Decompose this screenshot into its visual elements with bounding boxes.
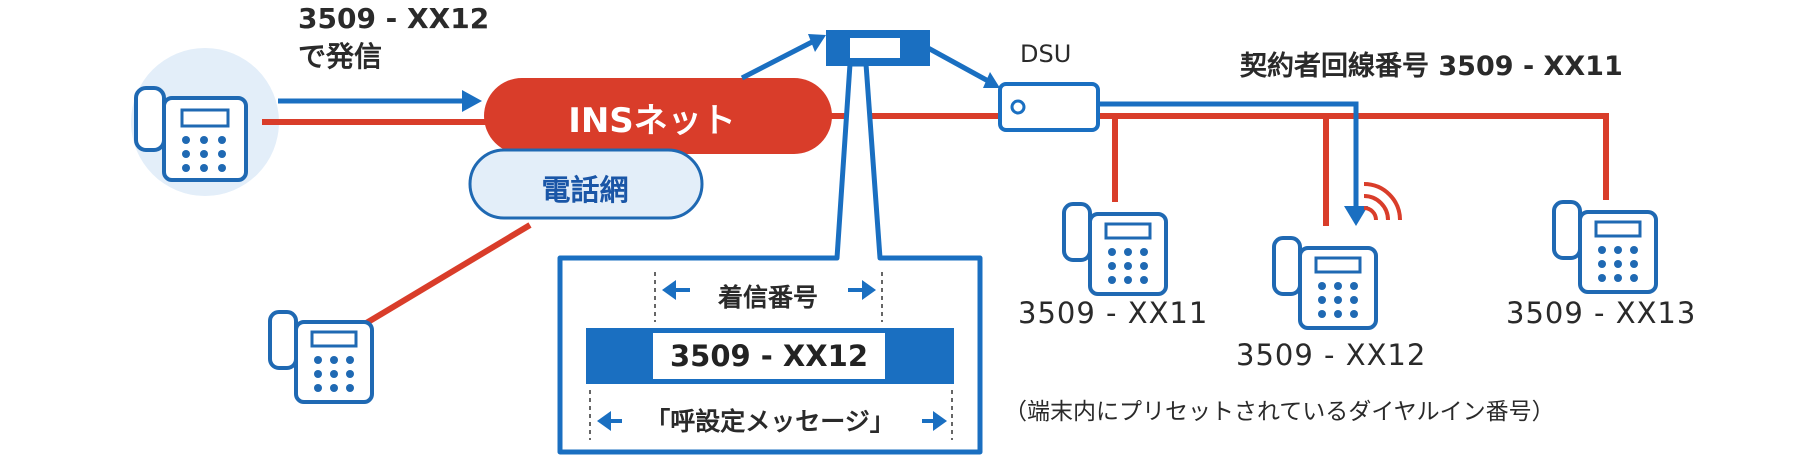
caller-phone-icon xyxy=(134,86,248,182)
telephone-network-label: 電話網 xyxy=(541,173,629,207)
caller-label: 3509 - XX12 で発信 xyxy=(298,0,489,76)
terminal-12-number: 3509 - XX12 xyxy=(1236,338,1427,372)
ins-net-pill xyxy=(484,78,832,154)
arrowhead-message xyxy=(808,34,826,52)
message-block-window xyxy=(850,38,900,58)
terminal-11-phone-icon xyxy=(1062,202,1168,296)
dsu-label: DSU xyxy=(1020,40,1072,68)
setup-message-label: 「呼設定メッセージ」 xyxy=(645,407,895,436)
second-caller-phone-icon xyxy=(268,310,374,404)
ringing-icon xyxy=(1363,182,1402,221)
arrowhead-caller xyxy=(462,90,482,112)
caller-action: で発信 xyxy=(298,40,383,73)
blue-arrow-to-dsu xyxy=(926,45,992,85)
callee-number-value: 3509 - XX12 xyxy=(653,333,885,379)
terminal-13-number: 3509 - XX13 xyxy=(1506,296,1697,330)
caller-number: 3509 - XX12 xyxy=(298,2,490,35)
callee-arrow-right-head xyxy=(862,280,876,300)
callee-arrow-left-head xyxy=(662,280,676,300)
ins-net-label: INSネット xyxy=(568,101,736,141)
callee-number-label: 着信番号 xyxy=(717,283,818,312)
arrowhead-terminal-12 xyxy=(1344,206,1368,226)
terminal-11-number: 3509 - XX11 xyxy=(1018,296,1209,330)
blue-arrow-to-message xyxy=(740,39,814,81)
dsu-box xyxy=(998,82,1100,132)
message-arrow-left-head xyxy=(597,411,611,431)
contract-line-label: 契約者回線番号 3509 - XX11 xyxy=(1240,51,1623,82)
terminal-12-phone-icon xyxy=(1272,236,1378,330)
dial-in-note: （端末内にプリセットされているダイヤルイン番号） xyxy=(1004,399,1555,425)
red-line-to-second-phone xyxy=(356,222,532,331)
telephone-network-pill xyxy=(468,148,704,220)
blue-route-to-terminal-12 xyxy=(1096,101,1359,210)
message-arrow-right-head xyxy=(933,411,947,431)
dsu-indicator xyxy=(1010,99,1026,115)
red-line-contract xyxy=(1098,113,1609,200)
arrowhead-dsu xyxy=(983,72,1000,88)
terminal-13-phone-icon xyxy=(1552,200,1658,294)
